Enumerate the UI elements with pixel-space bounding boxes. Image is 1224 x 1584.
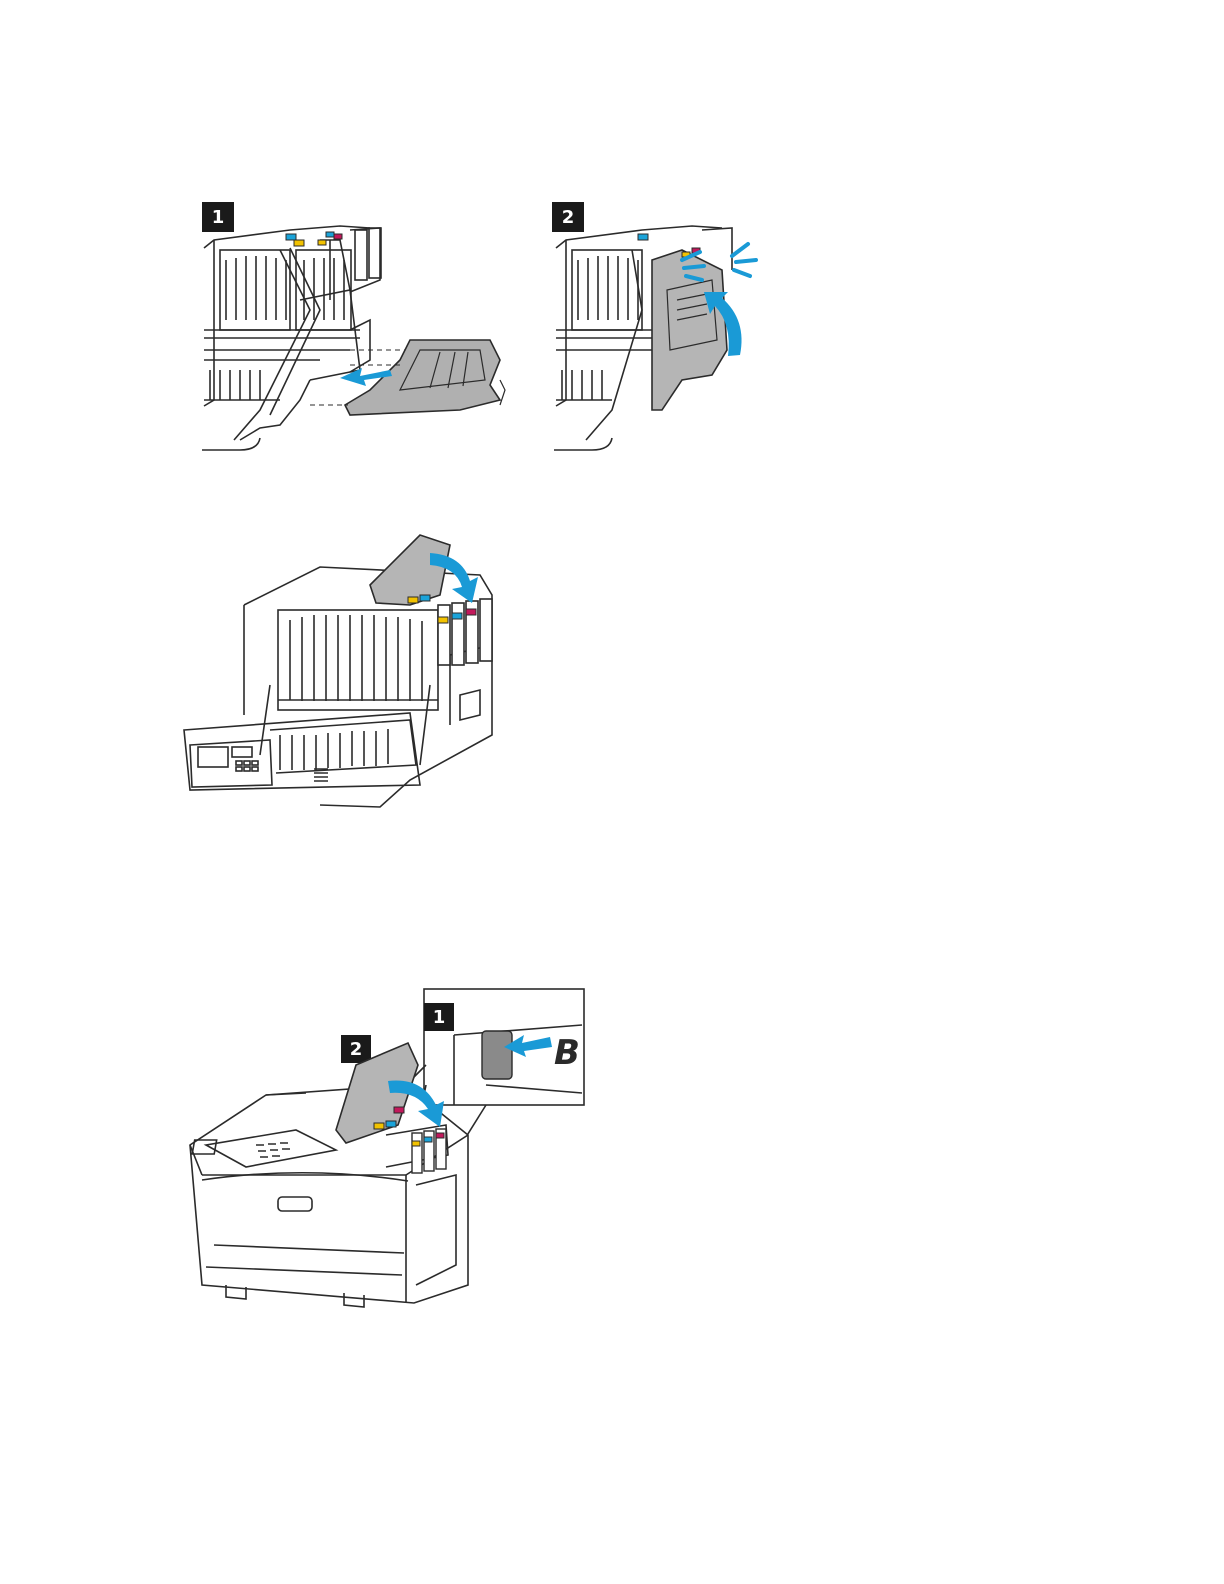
figure-3-printer-with-callout: 1 B 2 [186,985,590,1310]
figure-2-close-cover [180,525,500,810]
step-number-badge: 2 [552,202,584,232]
printer-open-front-illustration [180,525,500,810]
printer-interior-illustration [552,200,772,460]
printer-interior-illustration [200,200,520,460]
step-number-badge: 1 [202,202,234,232]
figure-1-step-1: 1 [200,200,520,460]
figure-1-step-2: 2 [552,200,772,460]
printer-front-illustration [186,985,590,1310]
